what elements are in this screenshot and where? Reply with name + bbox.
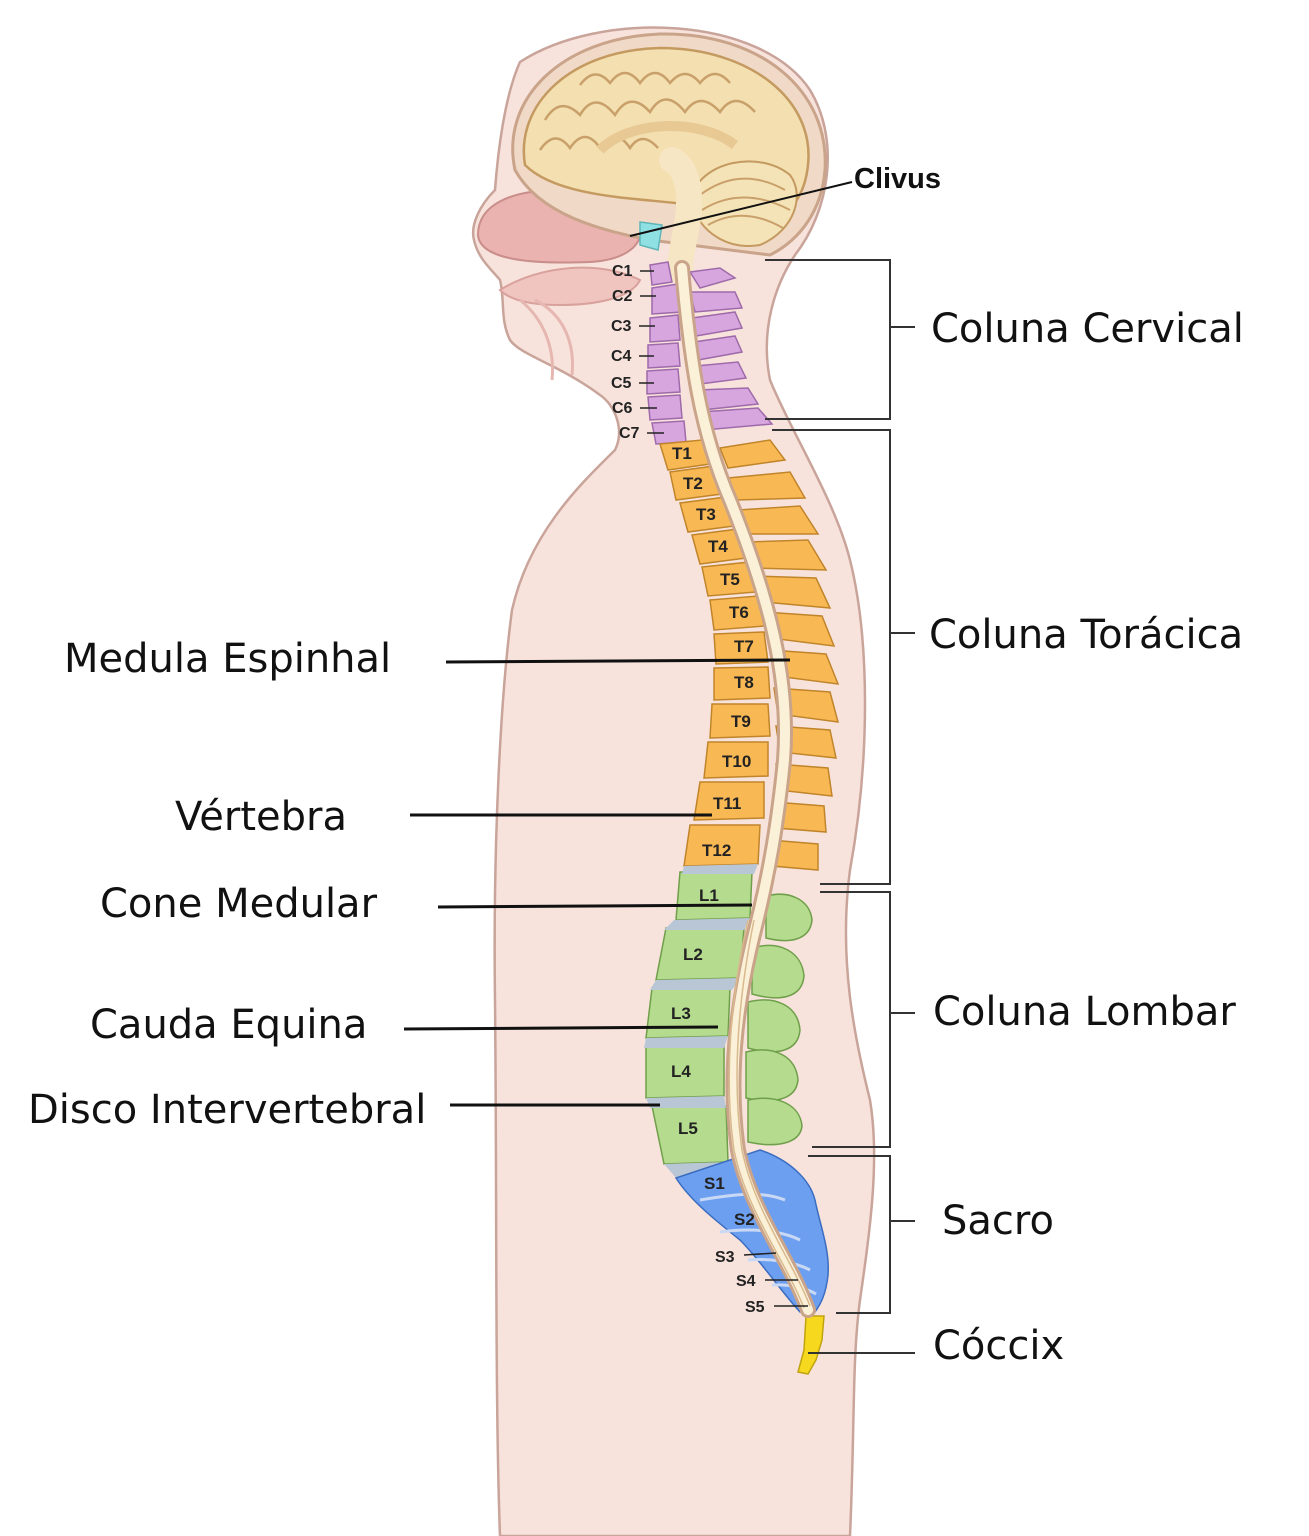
c-body-c5 <box>646 368 681 395</box>
label-c4: C4 <box>611 348 632 365</box>
l-spinous-5 <box>747 1097 803 1146</box>
label-l2: L2 <box>683 945 703 964</box>
c-spinous-c1 <box>688 267 737 289</box>
c-spinous-c2 <box>689 291 744 313</box>
c-body-c1 <box>649 261 673 286</box>
label-t3: T3 <box>696 505 716 524</box>
cervical-vertebrae <box>646 261 774 445</box>
label-s2: S2 <box>734 1210 755 1229</box>
label-s1: S1 <box>704 1174 725 1193</box>
label-l1: L1 <box>699 886 719 905</box>
label-vertebra: Vértebra <box>175 794 347 840</box>
region-brackets <box>765 259 915 1354</box>
label-s4: S4 <box>736 1273 756 1290</box>
t-body-8 <box>713 666 771 701</box>
t-body-7 <box>713 631 769 665</box>
t-body-10 <box>703 741 769 779</box>
disc-l4-l5 <box>646 1096 726 1108</box>
t-body-9 <box>709 703 771 739</box>
label-medula-espinhal: Medula Espinhal <box>64 636 391 682</box>
label-coluna-cervical: Coluna Cervical <box>931 306 1244 352</box>
disc-l3-l4 <box>644 1036 728 1048</box>
oral-cavity <box>498 266 642 307</box>
cervical-labels: C1 C2 C3 C4 C5 C6 C7 <box>611 263 664 442</box>
sacral-labels: S1 S2 S3 S4 S5 <box>704 1174 808 1316</box>
label-t8: T8 <box>734 673 754 692</box>
label-c3: C3 <box>611 318 632 335</box>
label-clivus: Clivus <box>854 163 941 195</box>
label-t2: T2 <box>683 474 703 493</box>
label-t9: T9 <box>731 712 751 731</box>
leader-medula <box>445 658 791 664</box>
corpus-callosum <box>596 121 739 154</box>
label-s3: S3 <box>715 1249 735 1266</box>
label-coluna-lombar: Coluna Lombar <box>933 989 1236 1035</box>
c-body-c4 <box>647 342 681 369</box>
l-spinous-2 <box>751 944 805 999</box>
throat-lines <box>519 298 575 381</box>
coccyx-shape <box>797 1315 825 1375</box>
label-t11: T11 <box>713 794 741 813</box>
t-spinous-1 <box>718 439 787 469</box>
cerebellum-folia <box>699 177 791 229</box>
thoracic-labels: T1 T2 T3 T4 T5 T6 T7 T8 T9 T10 T11 T12 <box>672 444 754 860</box>
lumbar-vertebrae <box>644 864 813 1178</box>
t-body-11 <box>693 781 765 821</box>
label-s5: S5 <box>745 1299 765 1316</box>
bracket-lumbar <box>812 891 915 1148</box>
l-spinous-1 <box>765 893 813 942</box>
label-t10: T10 <box>722 752 751 771</box>
disc-l1-l2 <box>664 918 750 930</box>
label-c5: C5 <box>611 375 632 392</box>
label-sacro: Sacro <box>942 1198 1054 1244</box>
left-leaders <box>403 658 791 1107</box>
cauda-equina-strands <box>728 919 811 1309</box>
label-c7: C7 <box>619 425 640 442</box>
disc-t12-l1 <box>682 864 758 874</box>
c-body-c3 <box>649 314 681 343</box>
label-disco-intervertebral: Disco Intervertebral <box>28 1087 426 1133</box>
label-c1: C1 <box>612 263 633 280</box>
label-coccix: Cóccix <box>933 1323 1064 1369</box>
spinal-cord <box>677 263 813 1315</box>
label-t6: T6 <box>729 603 749 622</box>
leader-cone <box>437 903 753 909</box>
leader-s3 <box>743 1252 777 1256</box>
label-coluna-toracica: Coluna Torácica <box>929 612 1243 658</box>
label-t4: T4 <box>708 537 728 556</box>
label-cauda-equina: Cauda Equina <box>90 1002 367 1048</box>
label-t7: T7 <box>734 637 754 656</box>
label-t5: T5 <box>720 570 740 589</box>
bracket-thoracic <box>772 429 915 885</box>
bracket-cervical <box>765 259 915 420</box>
disc-l2-l3 <box>650 978 740 990</box>
label-l5: L5 <box>678 1119 698 1138</box>
c-body-c6 <box>647 394 683 421</box>
bracket-sacrum <box>808 1155 915 1314</box>
thoracic-vertebrae <box>659 439 840 871</box>
label-c2: C2 <box>612 288 633 305</box>
label-cone-medular: Cone Medular <box>100 881 378 927</box>
leader-clivus <box>629 181 853 237</box>
label-c6: C6 <box>612 400 633 417</box>
label-l3: L3 <box>671 1004 691 1023</box>
leader-cauda <box>403 1025 719 1031</box>
label-t1: T1 <box>672 444 692 463</box>
label-t12: T12 <box>702 841 731 860</box>
label-l4: L4 <box>671 1062 691 1081</box>
clivus-bone <box>639 221 663 251</box>
lumbar-labels: L1 L2 L3 L4 L5 <box>671 886 719 1138</box>
